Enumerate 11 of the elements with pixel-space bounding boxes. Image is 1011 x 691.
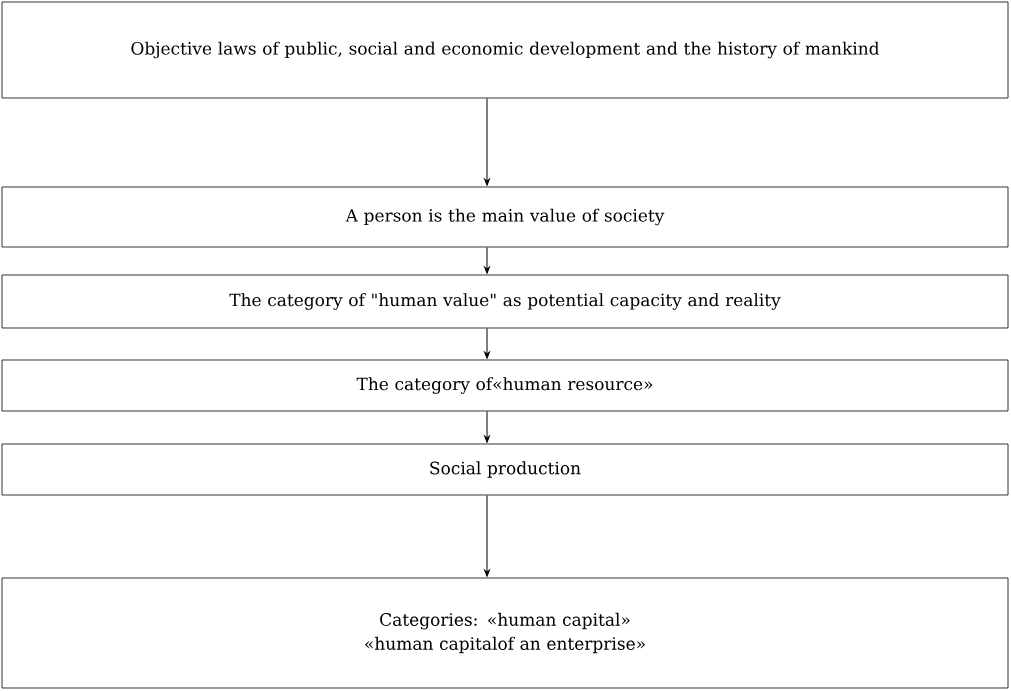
text-box: Social production [1, 443, 1009, 496]
arrow [484, 246, 490, 274]
arrow [484, 327, 490, 359]
text-box: A person is the main value of society [1, 186, 1009, 248]
text-box: Categories: «human capital» «human capitalof an enterprise» [1, 577, 1009, 689]
text-box: The category of "human value" as potential capacity and reality [1, 274, 1009, 329]
arrow [484, 410, 490, 443]
text-box: The category of«human resource» [1, 359, 1009, 412]
arrow [484, 97, 490, 186]
text-box: Objective laws of public, social and economic development and the history of mankind [1, 1, 1009, 99]
arrow [484, 494, 490, 577]
